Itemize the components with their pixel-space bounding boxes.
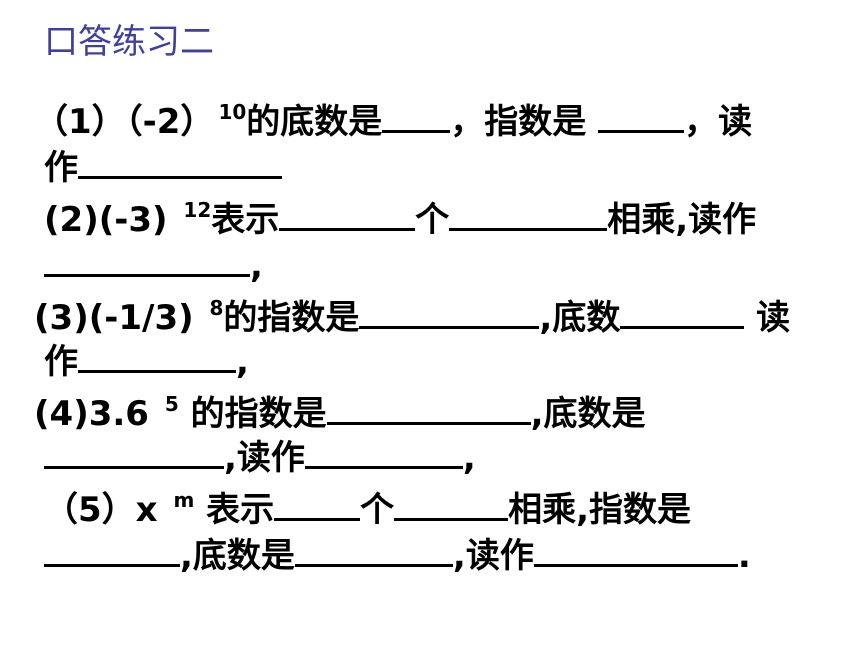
- question-3-text: 的指数是: [223, 298, 360, 338]
- page-title: 口答练习二: [44, 22, 214, 62]
- question-5-factor-blank[interactable]: [394, 484, 509, 521]
- question-3-text: 读: [744, 298, 791, 338]
- question-1-line-2: 作: [44, 142, 282, 191]
- question-3-text: ,底数: [539, 298, 621, 338]
- question-1-base-blank[interactable]: [382, 96, 451, 133]
- question-5-base-blank[interactable]: [294, 530, 453, 567]
- question-3-text: ,: [236, 342, 249, 382]
- question-2-line-2: ,: [44, 240, 263, 289]
- question-5-text: ,读作: [452, 536, 534, 576]
- question-3-prefix: (3)(-1/3): [34, 298, 206, 338]
- question-5-exponent-blank[interactable]: [44, 530, 180, 567]
- question-2-text: 表示: [211, 200, 280, 240]
- question-4-reading-blank[interactable]: [304, 432, 463, 469]
- question-4-text: ,: [462, 438, 476, 478]
- question-5-exponent: m: [173, 488, 195, 512]
- question-4-prefix: (4)3.6: [34, 394, 161, 434]
- question-2-text: 相乘,读作: [607, 200, 757, 240]
- question-5-text: ,底数是: [180, 536, 295, 576]
- question-1-text: ，读: [684, 102, 753, 142]
- question-5-line-2: ,底数是 ,读作.: [44, 530, 751, 579]
- question-1-text: 的底数是: [246, 102, 383, 142]
- question-1-reading-blank[interactable]: [78, 142, 282, 179]
- question-3-exponent: 8: [209, 296, 224, 320]
- question-2-prefix: (2)(-3): [44, 200, 180, 240]
- question-2-line-1: (2)(-3) 12表示 个 相乘,读作: [44, 194, 756, 247]
- question-5-line-1: （5）x m 表示 个 相乘,指数是: [44, 484, 691, 537]
- question-5-prefix: （5）x: [44, 490, 170, 530]
- question-1-line-1: （1）（-2）10的底数是 ，指数是 ，读: [34, 96, 752, 149]
- question-2-factor-blank[interactable]: [449, 194, 608, 231]
- question-4-text: ,底数是: [530, 394, 646, 434]
- question-3-base-blank[interactable]: [620, 292, 745, 329]
- question-5-text: .: [737, 536, 751, 576]
- question-5-text: 表示: [194, 490, 275, 530]
- question-4-exponent: 5: [164, 392, 179, 416]
- question-1-text: ，指数是: [450, 102, 599, 142]
- question-2-reading-blank[interactable]: [44, 240, 250, 277]
- question-3-reading-blank[interactable]: [78, 336, 236, 373]
- question-3-line-2: 作,: [44, 336, 249, 385]
- question-2-count-blank[interactable]: [279, 194, 416, 231]
- question-3-exponent-blank[interactable]: [359, 292, 540, 329]
- question-3-line-1: (3)(-1/3) 8的指数是 ,底数 读: [34, 292, 790, 345]
- question-4-base-blank[interactable]: [44, 432, 224, 469]
- question-1-prefix: （1）（-2）: [34, 102, 215, 142]
- question-3-text: 作: [44, 342, 78, 382]
- question-5-count-blank[interactable]: [274, 484, 361, 521]
- question-4-line-1: (4)3.6 5 的指数是 ,底数是: [34, 388, 646, 441]
- question-1-exponent-blank[interactable]: [598, 96, 685, 133]
- question-4-text: 的指数是: [178, 394, 327, 434]
- question-5-text: 相乘,指数是: [508, 490, 692, 530]
- question-4-exponent-blank[interactable]: [326, 388, 531, 425]
- question-2-exponent: 12: [183, 198, 212, 222]
- question-2-text: 个: [415, 200, 450, 240]
- question-5-reading-blank[interactable]: [533, 530, 738, 567]
- question-1-text: 作: [44, 148, 78, 188]
- question-5-text: 个: [360, 490, 395, 530]
- question-4-text: ,读作: [224, 438, 305, 478]
- question-4-line-2: ,读作,: [44, 432, 476, 481]
- question-1-exponent: 10: [218, 100, 247, 124]
- question-2-text: ,: [250, 246, 263, 286]
